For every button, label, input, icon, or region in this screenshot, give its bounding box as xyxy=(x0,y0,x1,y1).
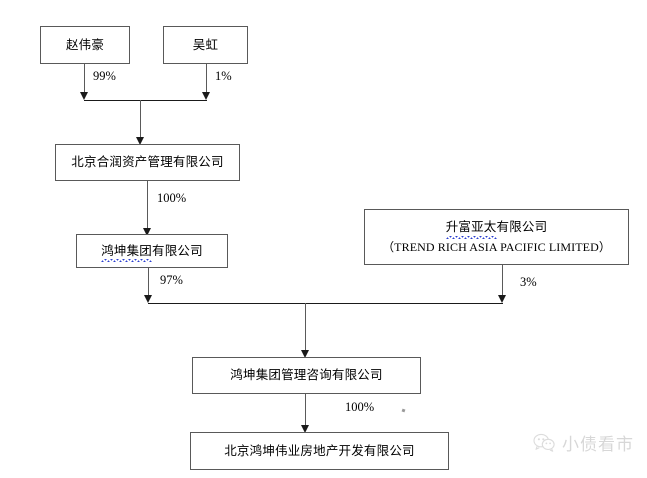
stray-mark xyxy=(401,408,406,413)
wechat-bubbles-icon xyxy=(533,433,555,452)
watermark: 小债看市 xyxy=(533,430,634,455)
node-label-rest: 有限公司 xyxy=(152,243,203,258)
node-trend-rich-asia-pacific: 升富亚太有限公司 （TREND RICH ASIA PACIFIC LIMITE… xyxy=(364,209,629,265)
node-label: 北京合润资产管理有限公司 xyxy=(71,155,224,170)
edge-label-100-consulting: 100% xyxy=(345,400,375,414)
edge-trendrich-arrowhead xyxy=(498,295,506,303)
node-label: 鸿坤集团管理咨询有限公司 xyxy=(230,368,383,383)
node-wu-hong: 吴虹 xyxy=(163,26,248,64)
node-label: 吴虹 xyxy=(192,37,219,52)
node-label: 升富亚太有限公司 xyxy=(445,219,548,239)
merge-drop-mid xyxy=(305,303,306,350)
edge-hongkun-stem xyxy=(148,268,149,295)
node-label: 鸿坤集团有限公司 xyxy=(101,243,203,263)
watermark-text: 小债看市 xyxy=(562,435,634,455)
edge-wuhong-stem xyxy=(206,64,207,92)
edge-wuhong-arrowhead xyxy=(202,92,210,100)
edge-zhao-arrowhead xyxy=(80,92,88,100)
node-hongkun-group: 鸿坤集团有限公司 xyxy=(76,234,228,268)
node-beijing-herun: 北京合润资产管理有限公司 xyxy=(55,144,240,181)
node-hongkun-consulting: 鸿坤集团管理咨询有限公司 xyxy=(192,357,421,394)
edge-label-3: 3% xyxy=(520,275,537,289)
edge-zhao-stem xyxy=(84,64,85,92)
edge-herun-arrowhead xyxy=(143,228,151,236)
node-zhao-weihao: 赵伟豪 xyxy=(40,26,130,64)
node-label-underlined: 升富亚太 xyxy=(445,219,497,239)
merge-bar-mid xyxy=(148,303,503,304)
edge-trendrich-stem xyxy=(502,265,503,295)
edge-label-1: 1% xyxy=(215,69,232,83)
merge-drop-mid-arrowhead xyxy=(301,350,309,358)
node-label: 赵伟豪 xyxy=(65,37,105,52)
edge-consulting-stem xyxy=(305,394,306,425)
node-label-english: （TREND RICH ASIA PACIFIC LIMITED） xyxy=(382,239,611,254)
edge-consulting-arrowhead xyxy=(301,425,309,433)
edge-hongkun-arrowhead xyxy=(144,295,152,303)
node-beijing-hongkun-weiye: 北京鸿坤伟业房地产开发有限公司 xyxy=(190,432,449,470)
edge-label-99: 99% xyxy=(93,69,116,83)
merge-drop-top xyxy=(140,100,141,137)
merge-bar-top xyxy=(84,100,207,101)
edge-label-97: 97% xyxy=(160,273,183,287)
node-label: 北京鸿坤伟业房地产开发有限公司 xyxy=(224,443,415,458)
node-label-underlined: 鸿坤集团 xyxy=(101,243,152,263)
edge-herun-stem xyxy=(147,181,148,228)
node-label-rest: 有限公司 xyxy=(496,219,548,234)
merge-drop-top-arrowhead xyxy=(136,137,144,145)
edge-label-100-herun: 100% xyxy=(157,191,187,205)
